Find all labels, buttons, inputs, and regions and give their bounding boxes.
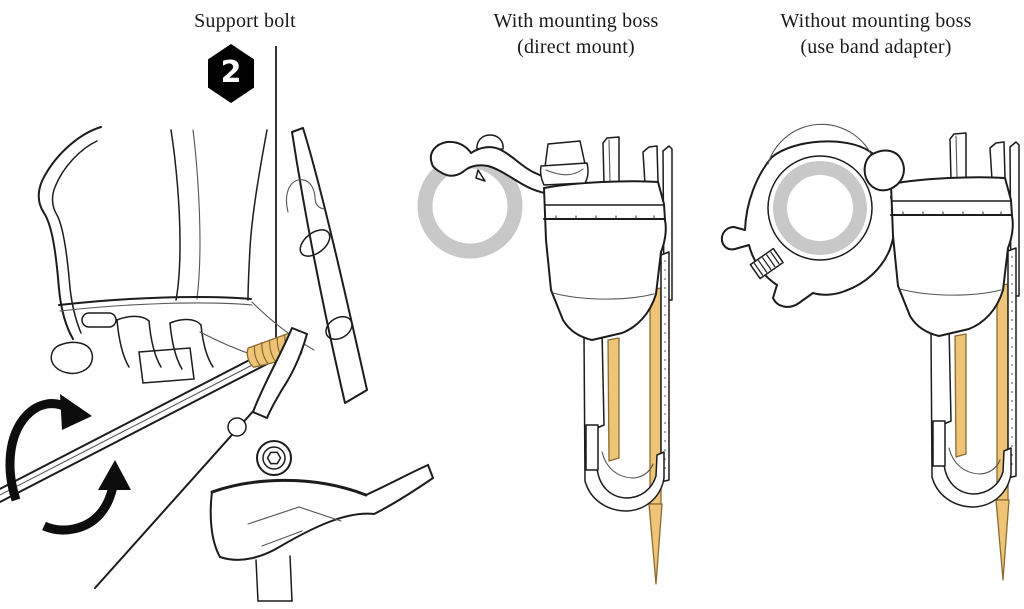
mounting-boss-ring <box>417 153 523 259</box>
band-adapter-illustration <box>720 123 1020 581</box>
direct-mount-caption-line1: With mounting boss <box>493 10 659 32</box>
front-derailleur-side-view <box>37 126 435 602</box>
mount-bolt-dome <box>476 134 504 151</box>
front-derailleur-front-view-band <box>890 132 1020 581</box>
rotation-arrow-upper <box>5 399 71 502</box>
arm-hook-notch <box>475 169 486 182</box>
clamp-bolt <box>749 247 784 280</box>
direct-mount-illustration <box>417 134 673 585</box>
direct-mount-caption: With mounting boss (direct mount) <box>430 8 722 60</box>
band-adapter-caption-line2: (use band adapter) <box>800 36 952 58</box>
clamp-hook-lobe <box>863 149 905 192</box>
seat-tube-ring <box>773 161 867 255</box>
front-derailleur-front-view <box>543 136 673 585</box>
rotation-arrow-lower <box>42 485 118 535</box>
support-bolt-label: Support bolt <box>194 10 296 32</box>
direct-mount-caption-line2: (direct mount) <box>517 36 635 58</box>
rotation-arrows <box>5 394 131 535</box>
band-adapter-caption-line1: Without mounting boss <box>780 10 972 32</box>
band-adapter-caption: Without mounting boss (use band adapter) <box>728 8 1024 60</box>
support-bolt-adjustment-illustration <box>0 46 435 602</box>
adjustment-linkage <box>227 327 308 476</box>
step-badge-number: 2 <box>220 55 242 90</box>
mount-fixing-bolt <box>539 140 589 186</box>
